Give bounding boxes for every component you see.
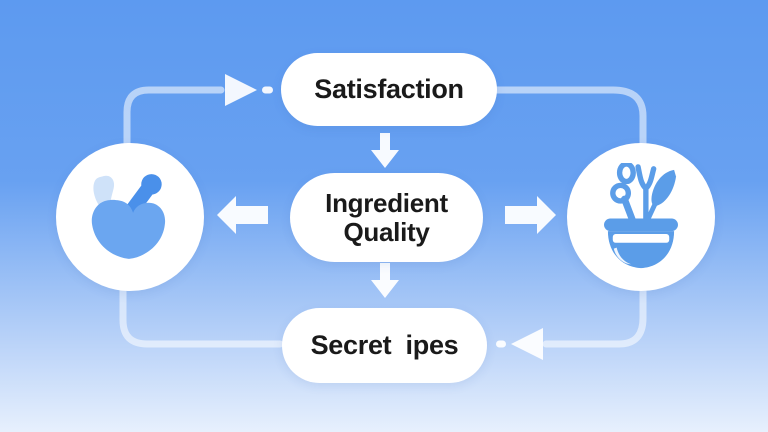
right-circle-node [567,143,715,291]
mortar-bowl-shape [91,199,166,259]
node-satisfaction: Satisfaction [281,53,497,126]
ladle-ring-shape [610,182,632,204]
arrowhead-bottom-dash [496,340,506,348]
arrowhead-top-right-icon [225,74,257,106]
leaf-shape [651,169,677,206]
fork-shape [635,163,657,222]
node-ingredient-quality-line2: Quality [343,216,430,247]
node-secret-recipes: Secret ipes [282,308,487,383]
ladle-handle-shape [621,195,636,223]
edge-satisfaction-to-right [493,86,647,154]
bowl-with-utensils-icon [604,162,678,268]
left-arrow-icon [217,196,268,234]
down-arrow-1-icon [371,133,399,168]
arrowhead-bottom-left-icon [511,328,543,360]
leaf-stem-shape [645,201,658,222]
node-ingredient-quality-line1: Ingredient [325,187,448,218]
node-satisfaction-label: Satisfaction [314,74,464,104]
edge-left-to-satisfaction [123,86,225,156]
edge-left-to-secret [119,280,284,348]
mortar-and-pestle-icon [91,174,166,259]
bowl-rim-shape [604,217,678,231]
bowl-inner-band-shape [612,233,670,243]
node-secret-recipes-label: Secret ipes [310,330,459,360]
right-arrow-icon [505,196,556,234]
arrowhead-top-dash [262,86,273,94]
edge-right-to-secret [542,280,647,348]
pestle-stick-shape [122,182,155,221]
left-circle-node [56,143,204,291]
bowl-highlight-shape [613,247,632,264]
node-ingredient-quality: Ingredient Quality [290,173,483,262]
ladle-top-ring-shape [616,162,636,184]
down-arrow-2-icon [371,263,399,298]
